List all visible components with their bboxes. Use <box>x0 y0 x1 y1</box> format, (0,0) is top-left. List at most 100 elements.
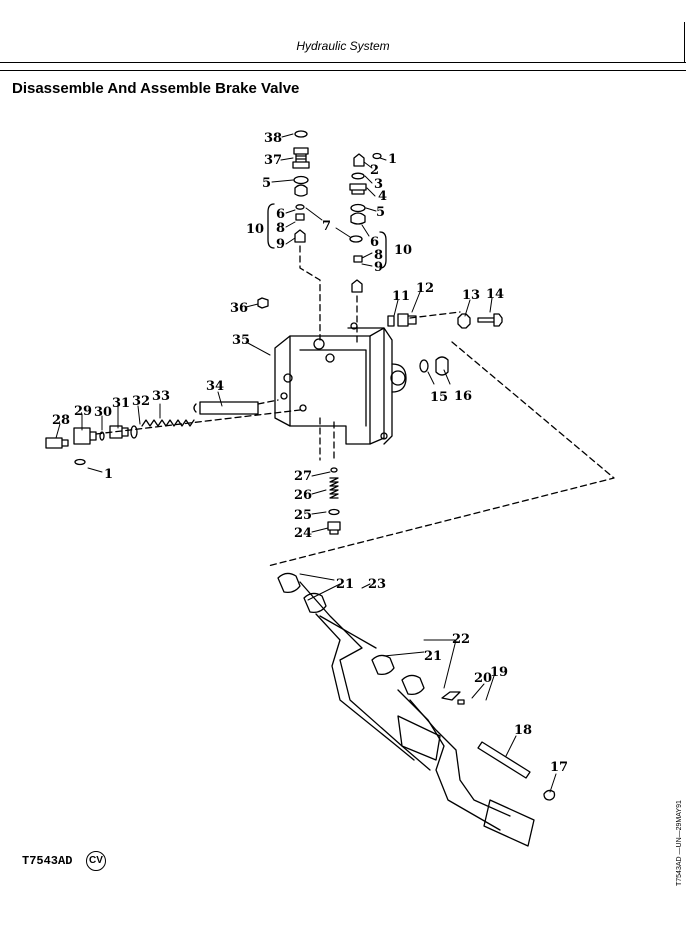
callout-18: 18 <box>514 723 532 738</box>
part-16-plug <box>435 356 449 376</box>
callout-6-right: 6 <box>370 235 379 250</box>
callout-11: 11 <box>392 289 410 304</box>
callout-37: 37 <box>264 153 282 168</box>
part-37-plug <box>292 147 310 169</box>
running-head: Hydraulic System <box>296 39 390 53</box>
cv-badge: CV <box>86 851 106 871</box>
part-9-ball-left <box>294 229 306 243</box>
part-32-o-ring <box>130 425 138 439</box>
part-2-plug <box>353 153 365 167</box>
part-26-spring <box>329 477 339 499</box>
callout-23: 23 <box>368 577 386 592</box>
callout-1-lower: 1 <box>104 467 113 482</box>
section-title: Disassemble And Assemble Brake Valve <box>12 80 300 97</box>
callout-13: 13 <box>462 288 480 303</box>
callout-5-right: 5 <box>376 205 385 220</box>
part-35-valve-body <box>274 322 407 445</box>
part-4-fitting <box>349 183 367 195</box>
lower-valve-stack <box>327 467 341 535</box>
callout-4: 4 <box>378 189 387 204</box>
callout-17: 17 <box>550 760 568 775</box>
part-33-spring <box>141 419 195 427</box>
side-fittings <box>257 297 503 376</box>
pedal-pad-left <box>397 715 441 761</box>
header-rule <box>0 62 686 63</box>
callout-32: 32 <box>132 394 150 409</box>
part-37-threads <box>295 155 307 160</box>
part-15-o-ring <box>419 359 429 373</box>
callout-15: 15 <box>430 390 448 405</box>
part-5-o-ring-right <box>350 203 366 213</box>
part-31-fitting <box>109 425 129 439</box>
callout-1-top: 1 <box>388 152 397 167</box>
part-27-ball <box>330 467 338 473</box>
part-21-bushing-upper <box>277 572 301 594</box>
part-1-o-ring-top <box>372 152 382 160</box>
callout-14: 14 <box>486 287 504 302</box>
part-34-piston <box>199 401 259 415</box>
callout-12: 12 <box>416 281 434 296</box>
part-8-spring-left <box>295 213 305 221</box>
part-11-o-ring <box>387 315 395 327</box>
left-valve-stack <box>292 130 363 243</box>
callout-9-left: 9 <box>276 237 285 252</box>
part-18-pin <box>477 741 531 779</box>
pedal-arm-left-bottom <box>315 613 415 761</box>
callout-21-lower: 21 <box>424 649 442 664</box>
part-12-plug <box>397 313 417 327</box>
callout-27: 27 <box>294 469 312 484</box>
part-1-o-ring-lower <box>74 458 86 466</box>
callout-38: 38 <box>264 131 282 146</box>
callout-22: 22 <box>452 632 470 647</box>
part-17-clip <box>543 789 556 801</box>
header-corner-rule <box>684 22 685 63</box>
callout-36: 36 <box>230 301 248 316</box>
callout-21-upper: 21 <box>336 577 354 592</box>
part-19-20-bolt <box>441 691 465 705</box>
pedal-arm-right-bottom <box>409 699 511 817</box>
callout-8-right: 8 <box>374 248 383 263</box>
callout-5-left: 5 <box>262 176 271 191</box>
part-21-bushing-lower <box>371 654 395 676</box>
callout-34: 34 <box>206 379 224 394</box>
part-9-ball-right <box>351 279 363 293</box>
figure-code: T7543AD <box>22 854 73 868</box>
callout-19: 19 <box>490 665 508 680</box>
callout-labels: 38 37 5 6 8 9 10 7 1 2 3 4 5 6 8 9 10 36… <box>52 131 568 775</box>
leader-lines <box>55 133 557 793</box>
callout-7: 7 <box>322 219 331 234</box>
part-6-seat-left <box>294 184 308 197</box>
part-8-spring-right <box>353 255 363 263</box>
part-25-o-ring <box>328 508 340 516</box>
brake-valve-left-assembly <box>45 401 259 466</box>
pedal-pad-right <box>483 799 535 847</box>
callout-3: 3 <box>374 177 383 192</box>
callout-16: 16 <box>454 389 472 404</box>
pedal-shaft-upper <box>319 615 377 649</box>
figure-side-code: T7543AD —UN—29MAY91 <box>676 800 683 886</box>
part-36-plug <box>257 297 269 309</box>
part-13-nut <box>457 313 471 329</box>
part-5-o-ring-left <box>293 175 309 185</box>
part-6-seat-right <box>350 212 366 225</box>
header-rule-lower <box>0 70 686 71</box>
callout-26: 26 <box>294 488 312 503</box>
callout-30: 30 <box>94 405 112 420</box>
part-30-washer <box>99 431 105 441</box>
part-29-elbow <box>73 427 97 445</box>
assembly-guide-lines <box>95 245 615 567</box>
bracket-10-left <box>267 203 275 249</box>
callout-28: 28 <box>52 413 70 428</box>
part-24-plug <box>327 521 341 535</box>
part-6-washer-left <box>295 204 305 210</box>
part-28-fitting <box>45 437 69 449</box>
callout-9-right: 9 <box>374 260 383 275</box>
callout-35: 35 <box>232 333 250 348</box>
part-21-bushing-mid <box>303 592 327 614</box>
right-valve-stack <box>349 152 382 293</box>
part-14-bolt <box>477 313 503 327</box>
callout-10-left: 10 <box>246 222 264 237</box>
callout-2: 2 <box>370 163 379 178</box>
part-22-bushing <box>401 674 425 696</box>
